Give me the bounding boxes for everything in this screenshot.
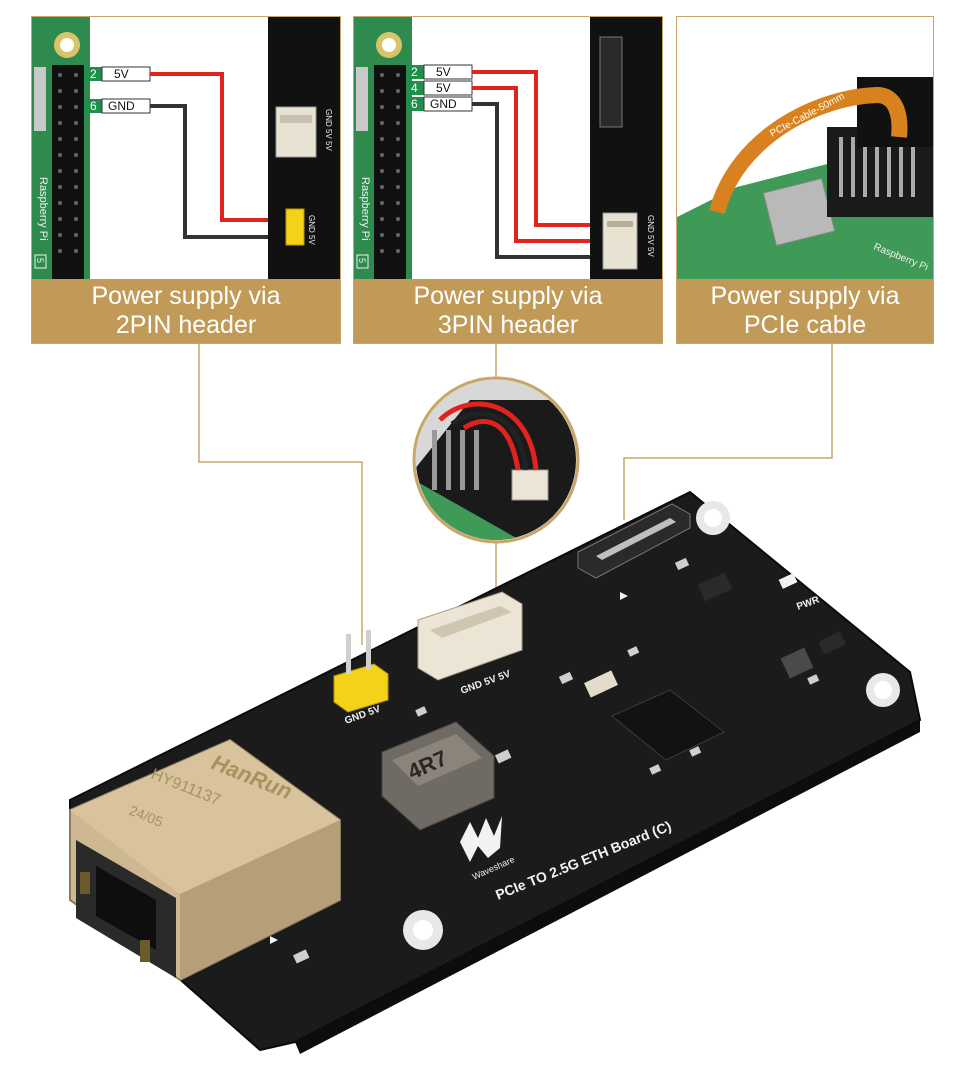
- pin-number: 2: [90, 67, 97, 81]
- pin-number: 4: [411, 81, 418, 95]
- callout-line-2pin: [198, 342, 363, 645]
- mounting-hole: [866, 673, 900, 707]
- photo-pcie-cable: PCIe-Cable-50mm Raspberry Pi: [677, 17, 933, 279]
- wire-gnd: [472, 102, 610, 259]
- caption: Power supply via 2PIN header: [32, 279, 340, 343]
- caption-line: Power supply via: [710, 282, 900, 310]
- pin-name: GND: [108, 99, 135, 113]
- zoom-detail-circle: [412, 376, 580, 544]
- pin-name: GND: [430, 97, 457, 111]
- pin-name: 5V: [114, 67, 129, 81]
- mounting-hole: [403, 910, 443, 950]
- callout-line-pcie: [623, 342, 833, 520]
- board-badge: 5: [35, 258, 45, 263]
- photo-3pin-wiring: Raspberry Pi 5 2 5V 4 5V 6 GND GND 5V 5V: [354, 17, 662, 279]
- mounting-hole: [696, 501, 730, 535]
- wire-5v: [472, 70, 610, 227]
- wire-gnd: [150, 104, 297, 239]
- rj45-jack: [69, 738, 341, 982]
- caption-line: Power supply via: [413, 282, 603, 310]
- panel-3pin: Raspberry Pi 5 2 5V 4 5V 6 GND GND 5V 5V…: [353, 16, 663, 344]
- pin-number: 6: [90, 99, 97, 113]
- caption-line: Power supply via: [91, 282, 281, 310]
- waveshare-logo-icon: [460, 816, 502, 862]
- pin-name: 5V: [436, 81, 451, 95]
- 2pin-header: [333, 630, 389, 713]
- pin-number: 6: [411, 97, 418, 111]
- pwr-led: [778, 573, 798, 589]
- pcie-fpc-connector: [577, 503, 691, 579]
- panel-pcie: PCIe-Cable-50mm Raspberry Pi Power suppl…: [676, 16, 934, 344]
- 3pin-header: [417, 591, 523, 681]
- silk-label: GND 5V: [307, 215, 316, 245]
- caption: Power supply via PCIe cable: [677, 279, 933, 343]
- pin-number: 2: [411, 65, 418, 79]
- board-label: Raspberry Pi: [359, 177, 371, 241]
- caption: Power supply via 3PIN header: [354, 279, 662, 343]
- wire-5v: [150, 72, 297, 222]
- panel-2pin: Raspberry Pi 5 2 5V 6 GND GND 5V 5V GND …: [31, 16, 341, 344]
- board-label: Raspberry Pi: [37, 177, 49, 241]
- photo-2pin-wiring: Raspberry Pi 5 2 5V 6 GND GND 5V 5V GND …: [32, 17, 340, 279]
- wire-5v: [472, 86, 610, 243]
- ethernet-controller-chip: [611, 689, 725, 761]
- smd-components: [292, 557, 846, 964]
- inductor: [381, 721, 495, 831]
- caption-line: 2PIN header: [115, 311, 257, 339]
- pin-name: 5V: [436, 65, 451, 79]
- pcie-cable: [709, 86, 908, 215]
- caption-line: PCIe cable: [743, 311, 867, 339]
- silk-label: GND 5V 5V: [324, 109, 333, 151]
- board-badge: 5: [357, 258, 367, 263]
- caption-line: 3PIN header: [437, 311, 579, 339]
- silk-label: GND 5V 5V: [646, 215, 655, 257]
